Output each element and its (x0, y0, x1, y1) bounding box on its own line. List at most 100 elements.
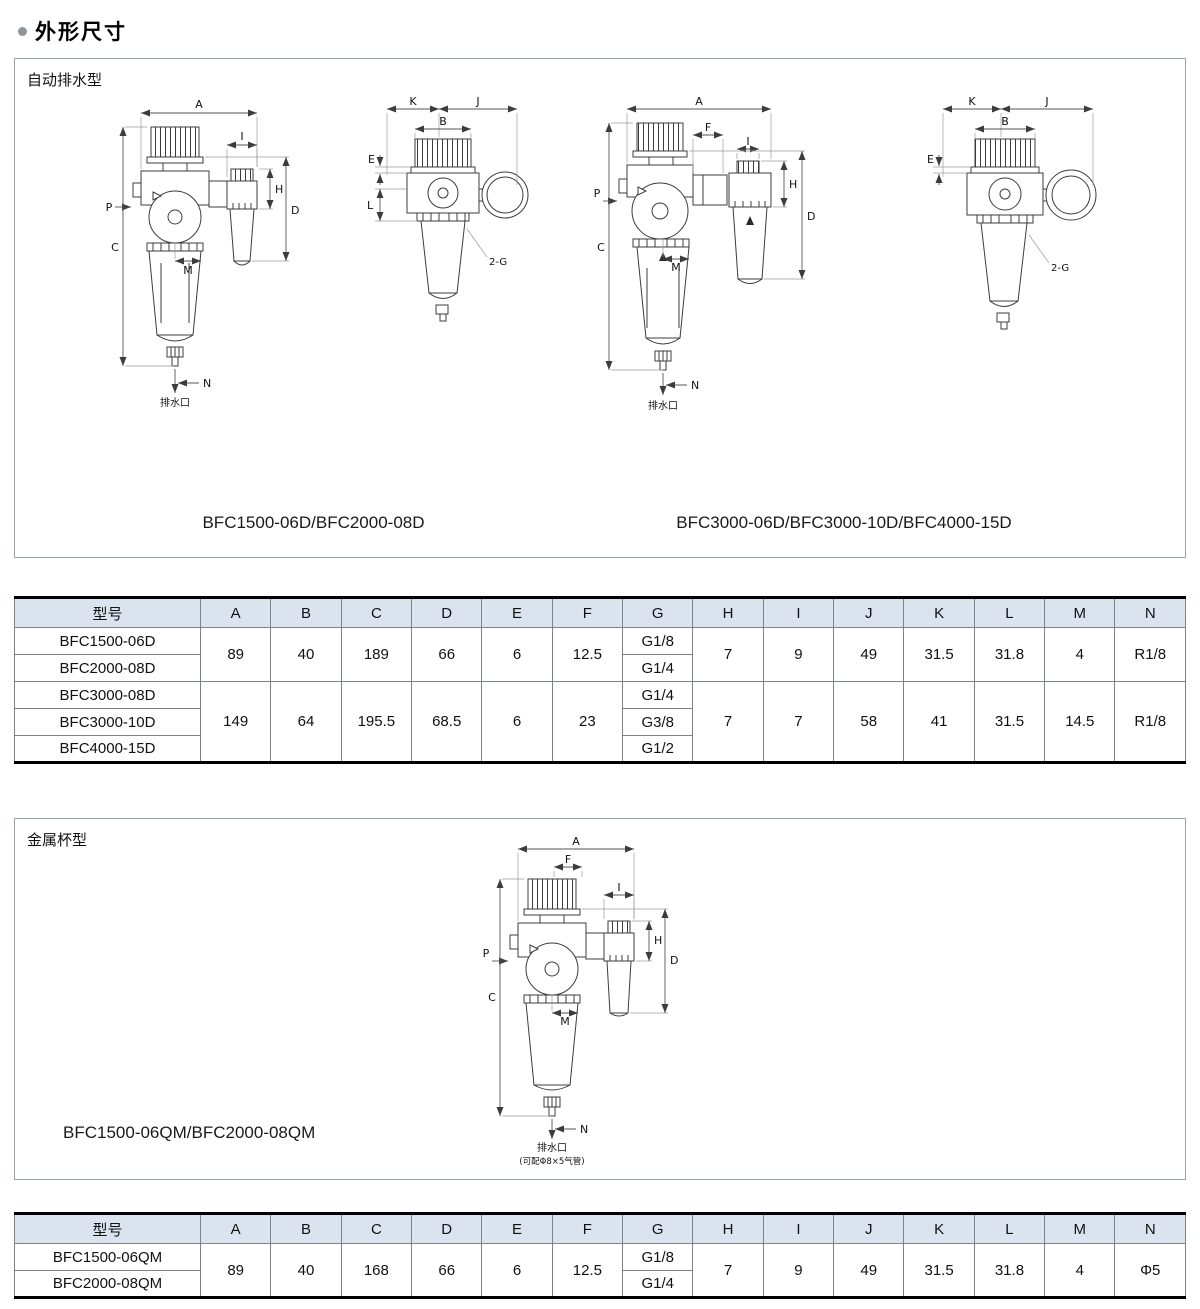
dimension-annotations: A F I H D P (483, 835, 679, 1167)
cell: 12.5 (551, 1243, 624, 1298)
col-header: H (692, 597, 764, 628)
dim-label-P: P (105, 201, 112, 214)
cell: G1/8 (622, 1243, 694, 1271)
cell: 14.5 (1044, 681, 1116, 763)
col-header: K (903, 1213, 975, 1244)
dim-label-C: C (111, 241, 119, 254)
dimension-annotations: A F I H (593, 95, 815, 412)
col-header: J (833, 1213, 905, 1244)
cell: 4 (1044, 627, 1116, 682)
lubricator-unit (603, 920, 635, 1017)
dimension-table-auto-drain: 型号 A B C D E F G H I J K L M N BFC1500-0… (14, 596, 1186, 764)
cell: 41 (903, 681, 975, 763)
cell: 7 (692, 627, 764, 682)
dim-label-H: H (654, 934, 662, 947)
metal-cup-section: 金属杯型 (14, 818, 1186, 1180)
drawing-group-large: A F I H (581, 93, 1108, 533)
regulator-side (966, 138, 1043, 216)
cell: 49 (833, 627, 905, 682)
model-caption-large: BFC3000-06D/BFC3000-10D/BFC4000-15D (676, 513, 1012, 532)
cell: 40 (270, 627, 342, 682)
cell: 7 (692, 1243, 764, 1298)
filter-bowl (632, 238, 690, 345)
cell: 149 (199, 681, 272, 763)
dim-label-E: E (927, 153, 934, 166)
col-header: N (1114, 1213, 1186, 1244)
front-view-drawing-small: A I H D (105, 98, 299, 409)
cell: 31.5 (973, 681, 1046, 763)
dim-label-C: C (488, 991, 496, 1004)
lubricator-unit (226, 168, 257, 266)
front-view-drawing-large: A F I H (593, 95, 815, 412)
cell: 31.8 (973, 1243, 1046, 1298)
page-title: 外形尺寸 (35, 21, 127, 44)
cell: R1/8 (1114, 627, 1186, 682)
cell: 195.5 (340, 681, 413, 763)
cell-model: BFC4000-15D (14, 735, 201, 763)
bowl-side (416, 212, 469, 322)
cell: 6 (481, 627, 553, 682)
drain-port-note: (可配Φ8×5气管) (519, 1156, 584, 1167)
table-row: BFC4000-15D G1/2 (14, 735, 1186, 763)
col-header: M (1044, 597, 1116, 628)
regulator-unit (509, 878, 607, 996)
model-caption-metal: BFC1500-06QM/BFC2000-08QM (63, 1123, 316, 1142)
cell: G1/4 (622, 654, 694, 682)
col-header: N (1114, 597, 1186, 628)
cell: 23 (551, 681, 624, 763)
page-title-row: 外形尺寸 (18, 16, 1186, 46)
cell: G1/4 (622, 681, 694, 709)
table-header-row: 型号 A B C D E F G H I J K L M N (14, 1213, 1186, 1244)
dim-label-N: N (203, 377, 211, 390)
dimension-annotations: K J B E (927, 95, 1093, 274)
col-header: I (762, 1213, 835, 1244)
mounting-bracket (692, 174, 727, 206)
col-header: D (411, 597, 483, 628)
auto-drain-section: 自动排水型 (14, 58, 1186, 558)
drain-port-label: 排水口 (160, 396, 190, 409)
col-header: L (973, 597, 1046, 628)
col-header: F (551, 1213, 624, 1244)
cell: 58 (833, 681, 905, 763)
dim-label-L: L (367, 199, 374, 212)
col-header: E (481, 1213, 553, 1244)
col-header: M (1044, 1213, 1116, 1244)
cell: 64 (270, 681, 342, 763)
col-header: H (692, 1213, 764, 1244)
cell: G3/8 (622, 708, 694, 736)
table-row: BFC3000-08D 149 64 195.5 68.5 6 23 G1/4 … (14, 681, 1186, 763)
dim-label-J: J (1044, 95, 1048, 108)
table-row: BFC1500-06QM 89 40 168 66 6 12.5 G1/8 7 … (14, 1243, 1186, 1298)
cell: R1/8 (1114, 681, 1186, 763)
col-header: G (622, 1213, 694, 1244)
side-view-drawing-large: K J B E (927, 95, 1096, 330)
regulator-unit (132, 126, 229, 244)
drawing-group-small: A I H D (93, 93, 535, 533)
dim-label-K: K (968, 95, 976, 108)
cell: 7 (692, 681, 764, 763)
dim-label-H: H (789, 178, 797, 191)
cell: 89 (199, 1243, 272, 1298)
cell: 4 (1044, 1243, 1116, 1298)
table-row: BFC1500-06D 89 40 189 66 6 12.5 G1/8 7 9… (14, 627, 1186, 682)
col-header: B (270, 597, 342, 628)
dim-label-D: D (670, 954, 678, 967)
metal-cup-type-label: 金属杯型 (27, 832, 88, 849)
col-header: A (199, 597, 272, 628)
dim-label-F: F (704, 121, 710, 134)
cell: 189 (340, 627, 413, 682)
col-header: K (903, 597, 975, 628)
cell: 40 (270, 1243, 342, 1298)
title-bullet-icon (18, 26, 27, 36)
cell: 6 (481, 1243, 553, 1298)
cell-model: BFC3000-08D (14, 681, 201, 709)
cell: 66 (411, 627, 483, 682)
cell: 31.5 (903, 1243, 975, 1298)
drawing-pair-small: A I H D (93, 93, 535, 423)
cell-model: BFC1500-06QM (14, 1243, 201, 1271)
cell: 66 (411, 1243, 483, 1298)
cell-model: BFC2000-08D (14, 654, 201, 682)
cell: 31.5 (903, 627, 975, 682)
cell: 31.8 (973, 627, 1046, 682)
